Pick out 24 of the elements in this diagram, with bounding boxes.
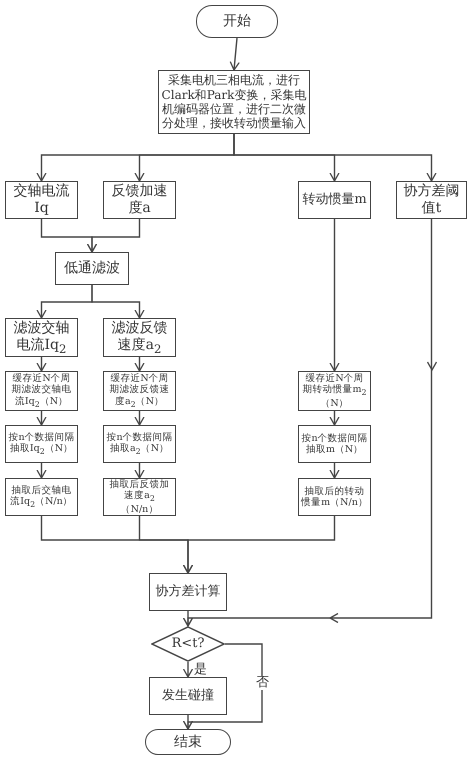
process-box: 按n个数据间隔抽取a$_{2}$（N）: [103, 425, 176, 463]
decision-diamond: R<t?: [151, 626, 225, 662]
process-box: 缓存近N个周期滤波反馈速度a$_{2}$（N）: [103, 371, 176, 411]
process-box: 滤波交轴电流Iq$_{2}$: [5, 318, 78, 357]
process-box: 交轴电流Iq: [5, 181, 78, 219]
process-box: 滤波反馈速度a$_{2}$: [103, 318, 176, 357]
terminal-box: 开始: [196, 5, 278, 38]
process-box: 发生碰撞: [149, 677, 227, 715]
process-box: 按n个数据间隔抽取Iq$_{2}$（N）: [5, 425, 78, 463]
process-box: 采集电机三相电流，进行Clark和Park变换，采集电机编码器位置，进行二次微分处理，接收转动惯量输入: [158, 70, 310, 134]
process-box: 缓存近N个周期滤波交轴电流Iq$_{2}$（N）: [5, 371, 78, 411]
process-box: 协方差计算: [149, 573, 227, 611]
process-box: 反馈加速度a: [103, 181, 176, 219]
process-box: 协方差阈值t: [396, 181, 467, 219]
edge-label: 是: [193, 663, 208, 678]
process-box: 低通滤波: [55, 252, 129, 285]
process-box: 按n个数据间隔抽取m（N）: [298, 425, 371, 463]
terminal-box: 结束: [145, 729, 231, 755]
edge-label: 否: [255, 676, 270, 690]
process-box: 抽取后反馈加速度a$_{2}$（N/n）: [103, 478, 176, 516]
process-box: 缓存近N个周期转动惯量m$_{2}$（N）: [298, 371, 371, 411]
process-box: 抽取后交轴电流Iq$_{2}$（N/n）: [5, 478, 78, 516]
process-box: 转动惯量m: [298, 181, 371, 219]
process-box: 抽取后的转动惯量m（N/n）: [298, 478, 371, 516]
